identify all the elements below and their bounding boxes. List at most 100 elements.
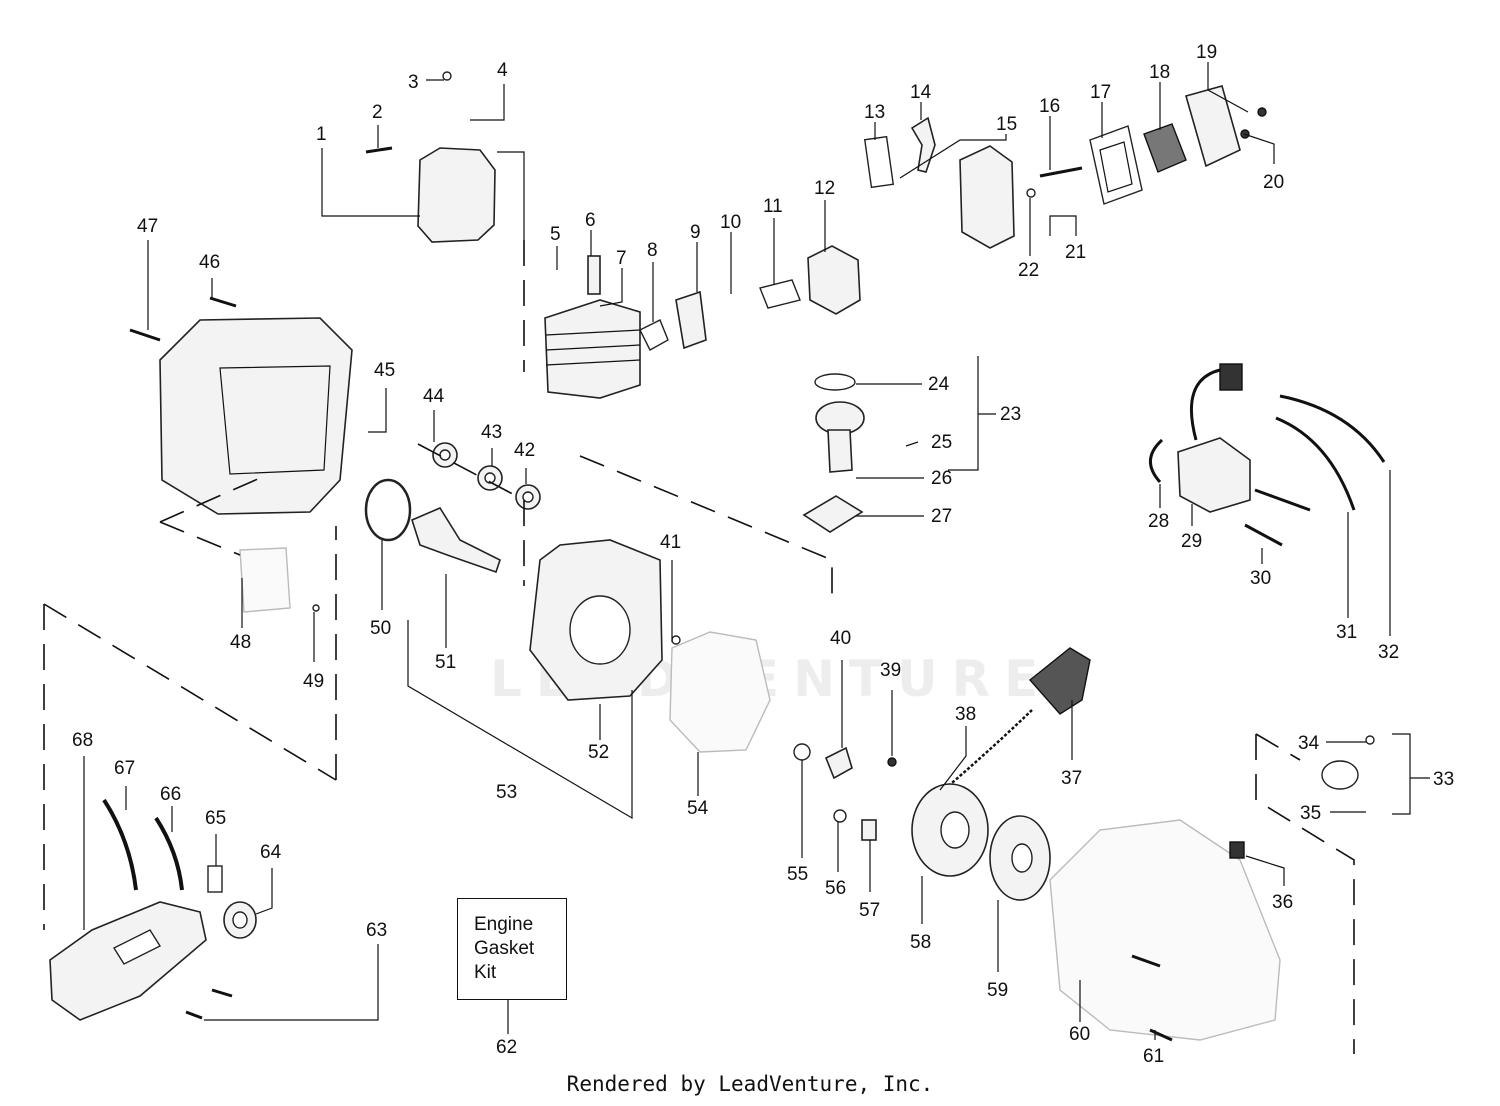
label-62: 62 [496,1037,517,1058]
label-26: 26 [931,468,952,489]
label-46: 46 [199,252,220,273]
part-screw-47 [129,328,161,342]
part-starter-housing [1049,819,1281,1041]
part-wire-32 [1279,394,1386,463]
part-plate-13 [863,135,895,189]
label-19: 19 [1196,42,1217,63]
label-41: 41 [660,532,681,553]
part-pawl [861,819,877,841]
label-27: 27 [931,506,952,527]
part-carburetor [807,245,861,315]
label-43: 43 [481,422,502,443]
label-9: 9 [690,222,701,243]
label-2: 2 [372,102,383,123]
part-spacer [675,290,707,350]
label-23: 23 [1000,404,1021,425]
label-49: 49 [303,671,324,692]
label-4: 4 [497,60,508,81]
part-screw-56 [833,809,847,823]
engine-gasket-kit-box: Engine Gasket Kit [457,898,567,1000]
label-64: 64 [260,842,282,863]
part-clip-41 [671,635,681,645]
label-63: 63 [366,920,387,941]
part-filter-foam [1143,123,1187,173]
label-59: 59 [987,980,1008,1001]
part-cylinder [544,299,641,399]
label-5: 5 [550,224,561,245]
label-37: 37 [1061,768,1082,789]
label-24: 24 [928,374,950,395]
label-21: 21 [1065,242,1086,263]
label-1: 1 [316,124,327,145]
label-25: 25 [931,432,952,453]
label-10: 10 [720,212,741,233]
label-53: 53 [496,782,517,803]
part-piston-ring [814,373,856,391]
part-ignition-module [1177,437,1251,513]
label-30: 30 [1250,568,1271,589]
part-screw-16 [1039,166,1083,178]
label-14: 14 [910,82,932,103]
part-bracket-48 [239,547,291,613]
label-34: 34 [1298,733,1320,754]
footer-credit: Rendered by LeadVenture, Inc. [566,1072,934,1096]
part-crankcase-half [669,631,771,753]
label-7: 7 [616,248,627,269]
label-57: 57 [859,900,880,921]
part-screw-61 [1149,1028,1173,1042]
part-filter-frame [1089,125,1143,205]
part-air-filter-base [959,145,1015,249]
label-6: 6 [585,210,596,231]
part-number-labels: 1 2 3 4 5 6 7 8 9 10 11 12 13 14 15 16 1… [72,42,1454,1067]
part-wire-31 [1275,416,1356,511]
part-connecting-rod [827,429,853,473]
label-13: 13 [864,102,885,123]
kit-box-line-3: Kit [474,962,497,983]
label-39: 39 [880,660,901,681]
part-washer-22 [1026,188,1036,198]
label-55: 55 [787,864,808,885]
label-54: 54 [687,798,709,819]
part-clip-36 [1229,841,1245,859]
part-screw-63 [211,988,233,998]
part-shoulder-bolt [824,746,853,780]
label-32: 32 [1378,642,1399,663]
label-18: 18 [1149,62,1170,83]
part-pin [365,146,393,154]
label-15: 15 [996,114,1017,135]
part-spark-plug [587,255,601,295]
label-44: 44 [423,386,445,407]
part-washer-55 [793,743,811,761]
label-65: 65 [205,808,226,829]
part-screw-49 [312,604,320,612]
part-spark-arrestor [207,865,223,893]
label-68: 68 [72,730,93,751]
part-starter-handle [1028,647,1091,715]
part-shroud-cover [417,147,496,243]
part-crankshaft [411,506,501,574]
label-29: 29 [1181,531,1202,552]
label-28: 28 [1148,511,1169,532]
label-66: 66 [160,784,181,805]
part-filter-cover [1185,85,1241,168]
label-3: 3 [408,72,419,93]
leader-lines [83,62,1430,1040]
part-clamp [1321,760,1359,790]
label-60: 60 [1069,1024,1090,1045]
part-gasket-67 [102,798,138,891]
label-20: 20 [1263,172,1284,193]
label-8: 8 [647,240,658,261]
label-45: 45 [374,360,395,381]
part-gasket-11 [759,279,801,309]
label-42: 42 [514,440,535,461]
part-gasket-66 [154,816,184,891]
part-screw-46 [209,296,237,308]
label-38: 38 [955,704,976,725]
label-61: 61 [1143,1046,1164,1067]
kit-box-line-1: Engine [474,914,534,935]
label-47: 47 [137,216,158,237]
label-58: 58 [910,932,931,953]
part-plate-27 [802,495,864,533]
